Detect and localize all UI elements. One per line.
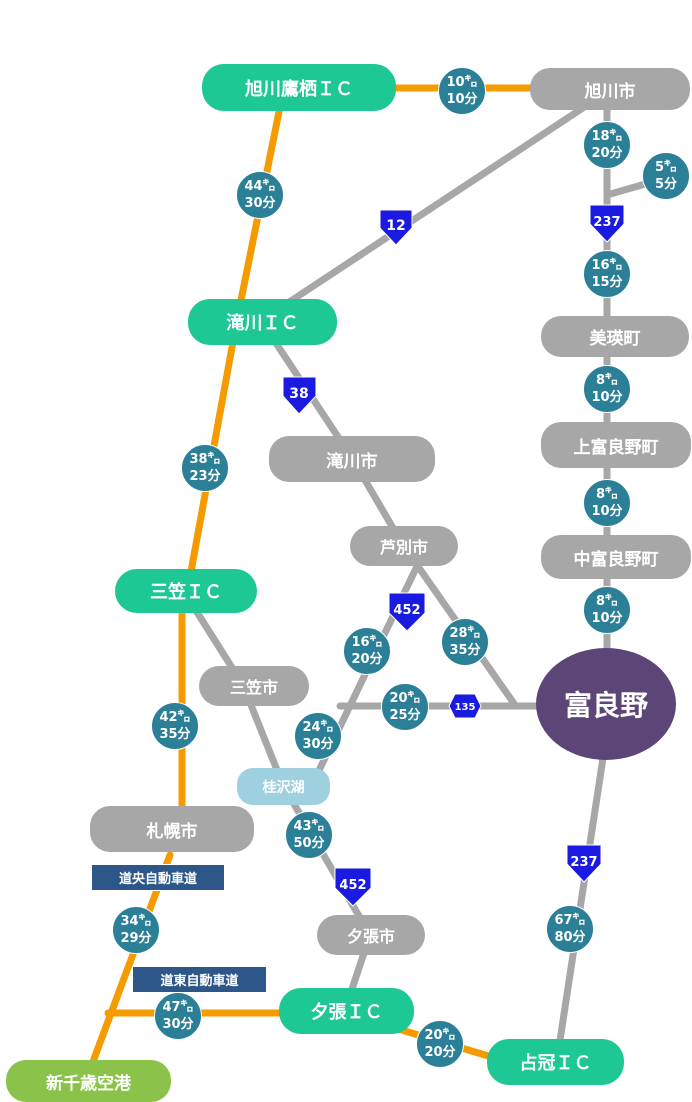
distance-badge: 16㌔ 15分: [583, 250, 631, 298]
distance-badge: 42㌔ 35分: [151, 702, 199, 750]
distance-km: 18㌔: [591, 129, 623, 144]
distance-badge: 20㌔ 20分: [416, 1020, 464, 1068]
travel-time: 23分: [189, 469, 221, 484]
travel-time: 20分: [351, 652, 383, 667]
place-yubari-ic[interactable]: 夕張ＩＣ: [279, 988, 414, 1034]
distance-km: 38㌔: [189, 452, 221, 467]
travel-time: 80分: [554, 930, 586, 945]
place-shimukappu-ic[interactable]: 占冠ＩＣ: [487, 1039, 624, 1085]
distance-badge: 34㌔ 29分: [112, 906, 160, 954]
distance-km: 20㌔: [424, 1028, 456, 1043]
distance-badge: 18㌔ 20分: [583, 121, 631, 169]
travel-time: 10分: [591, 611, 623, 626]
distance-badge: 44㌔ 30分: [236, 171, 284, 219]
travel-time: 25分: [389, 708, 421, 723]
distance-km: 43㌔: [293, 819, 325, 834]
distance-km: 16㌔: [591, 258, 623, 273]
distance-badge: 8㌔ 10分: [583, 365, 631, 413]
travel-time: 10分: [591, 390, 623, 405]
place-new-chitose-airport[interactable]: 新千歳空港: [6, 1060, 171, 1102]
place-mikasa-city[interactable]: 三笠市: [199, 666, 309, 706]
travel-time: 35分: [159, 727, 191, 742]
distance-badge: 43㌔ 50分: [285, 811, 333, 859]
travel-time: 20分: [424, 1045, 456, 1060]
distance-badge: 8㌔ 10分: [583, 586, 631, 634]
travel-time: 29分: [120, 931, 152, 946]
road-asahikawa-takikawa: [258, 86, 614, 324]
svg-text:237: 237: [593, 215, 620, 230]
distance-km: 8㌔: [595, 594, 619, 609]
distance-badge: 20㌔ 25分: [381, 683, 429, 731]
svg-text:237: 237: [570, 855, 597, 870]
place-mikasa-ic[interactable]: 三笠ＩＣ: [115, 569, 257, 613]
place-katsurazawa[interactable]: 桂沢湖: [237, 768, 330, 805]
travel-time: 5分: [654, 177, 678, 192]
travel-time: 20分: [591, 146, 623, 161]
place-furano[interactable]: 富良野: [536, 648, 676, 760]
svg-text:38: 38: [289, 386, 308, 402]
travel-time: 15分: [591, 275, 623, 290]
distance-km: 47㌔: [162, 1000, 194, 1015]
distance-badge: 10㌔ 10分: [438, 67, 486, 115]
distance-km: 34㌔: [120, 914, 152, 929]
place-sapporo[interactable]: 札幌市: [90, 806, 254, 852]
distance-km: 67㌔: [554, 913, 586, 928]
distance-km: 8㌔: [595, 487, 619, 502]
distance-km: 28㌔: [449, 626, 481, 641]
travel-time: 10分: [446, 92, 478, 107]
place-asahikawa-city[interactable]: 旭川市: [530, 68, 690, 110]
route-135-shield: 135: [448, 693, 482, 719]
svg-text:12: 12: [386, 218, 405, 234]
place-ashibetsu[interactable]: 芦別市: [350, 526, 458, 566]
route-237-north-shield: 237: [589, 204, 625, 243]
distance-badge: 28㌔ 35分: [441, 618, 489, 666]
travel-time: 30分: [244, 196, 276, 211]
road-furano-shimukappu: [553, 741, 609, 1064]
svg-text:452: 452: [339, 878, 366, 893]
travel-time: 50分: [293, 836, 325, 851]
expressway-doo-sapporo-airport: [84, 851, 174, 1079]
distance-km: 24㌔: [302, 720, 334, 735]
distance-km: 5㌔: [654, 160, 678, 175]
distance-badge: 47㌔ 30分: [154, 992, 202, 1040]
svg-text:135: 135: [455, 702, 476, 713]
route-12-shield: 12: [379, 209, 413, 246]
distance-km: 44㌔: [244, 179, 276, 194]
route-452-south-shield: 452: [334, 867, 372, 907]
distance-km: 8㌔: [595, 373, 619, 388]
svg-text:452: 452: [393, 603, 420, 618]
place-yubari-city[interactable]: 夕張市: [317, 915, 425, 955]
distance-badge: 5㌔ 5分: [642, 152, 690, 200]
travel-time: 35分: [449, 643, 481, 658]
distance-badge: 24㌔ 30分: [294, 712, 342, 760]
highway-label-doo: 道央自動車道: [91, 864, 225, 891]
distance-badge: 16㌔ 20分: [343, 627, 391, 675]
travel-time: 30分: [302, 737, 334, 752]
travel-time: 10分: [591, 504, 623, 519]
distance-badge: 67㌔ 80分: [546, 905, 594, 953]
place-takikawa-city[interactable]: 滝川市: [269, 436, 435, 482]
distance-km: 42㌔: [159, 710, 191, 725]
distance-km: 16㌔: [351, 635, 383, 650]
route-237-south-shield: 237: [566, 844, 602, 883]
distance-badge: 8㌔ 10分: [583, 479, 631, 527]
place-nakafurano[interactable]: 中富良野町: [541, 535, 691, 579]
place-asahikawa-takasu-ic[interactable]: 旭川鷹栖ＩＣ: [202, 64, 396, 111]
distance-km: 10㌔: [446, 75, 478, 90]
highway-label-doto: 道東自動車道: [132, 966, 267, 993]
route-452-north-shield: 452: [388, 592, 426, 632]
place-biei[interactable]: 美瑛町: [541, 316, 689, 357]
place-takikawa-ic[interactable]: 滝川ＩＣ: [188, 299, 337, 345]
place-kamifurano[interactable]: 上富良野町: [541, 422, 691, 468]
distance-km: 20㌔: [389, 691, 421, 706]
travel-time: 30分: [162, 1017, 194, 1032]
distance-badge: 38㌔ 23分: [181, 444, 229, 492]
route-38-shield: 38: [282, 376, 317, 415]
road-katsurazawa-yubari: [279, 781, 374, 939]
